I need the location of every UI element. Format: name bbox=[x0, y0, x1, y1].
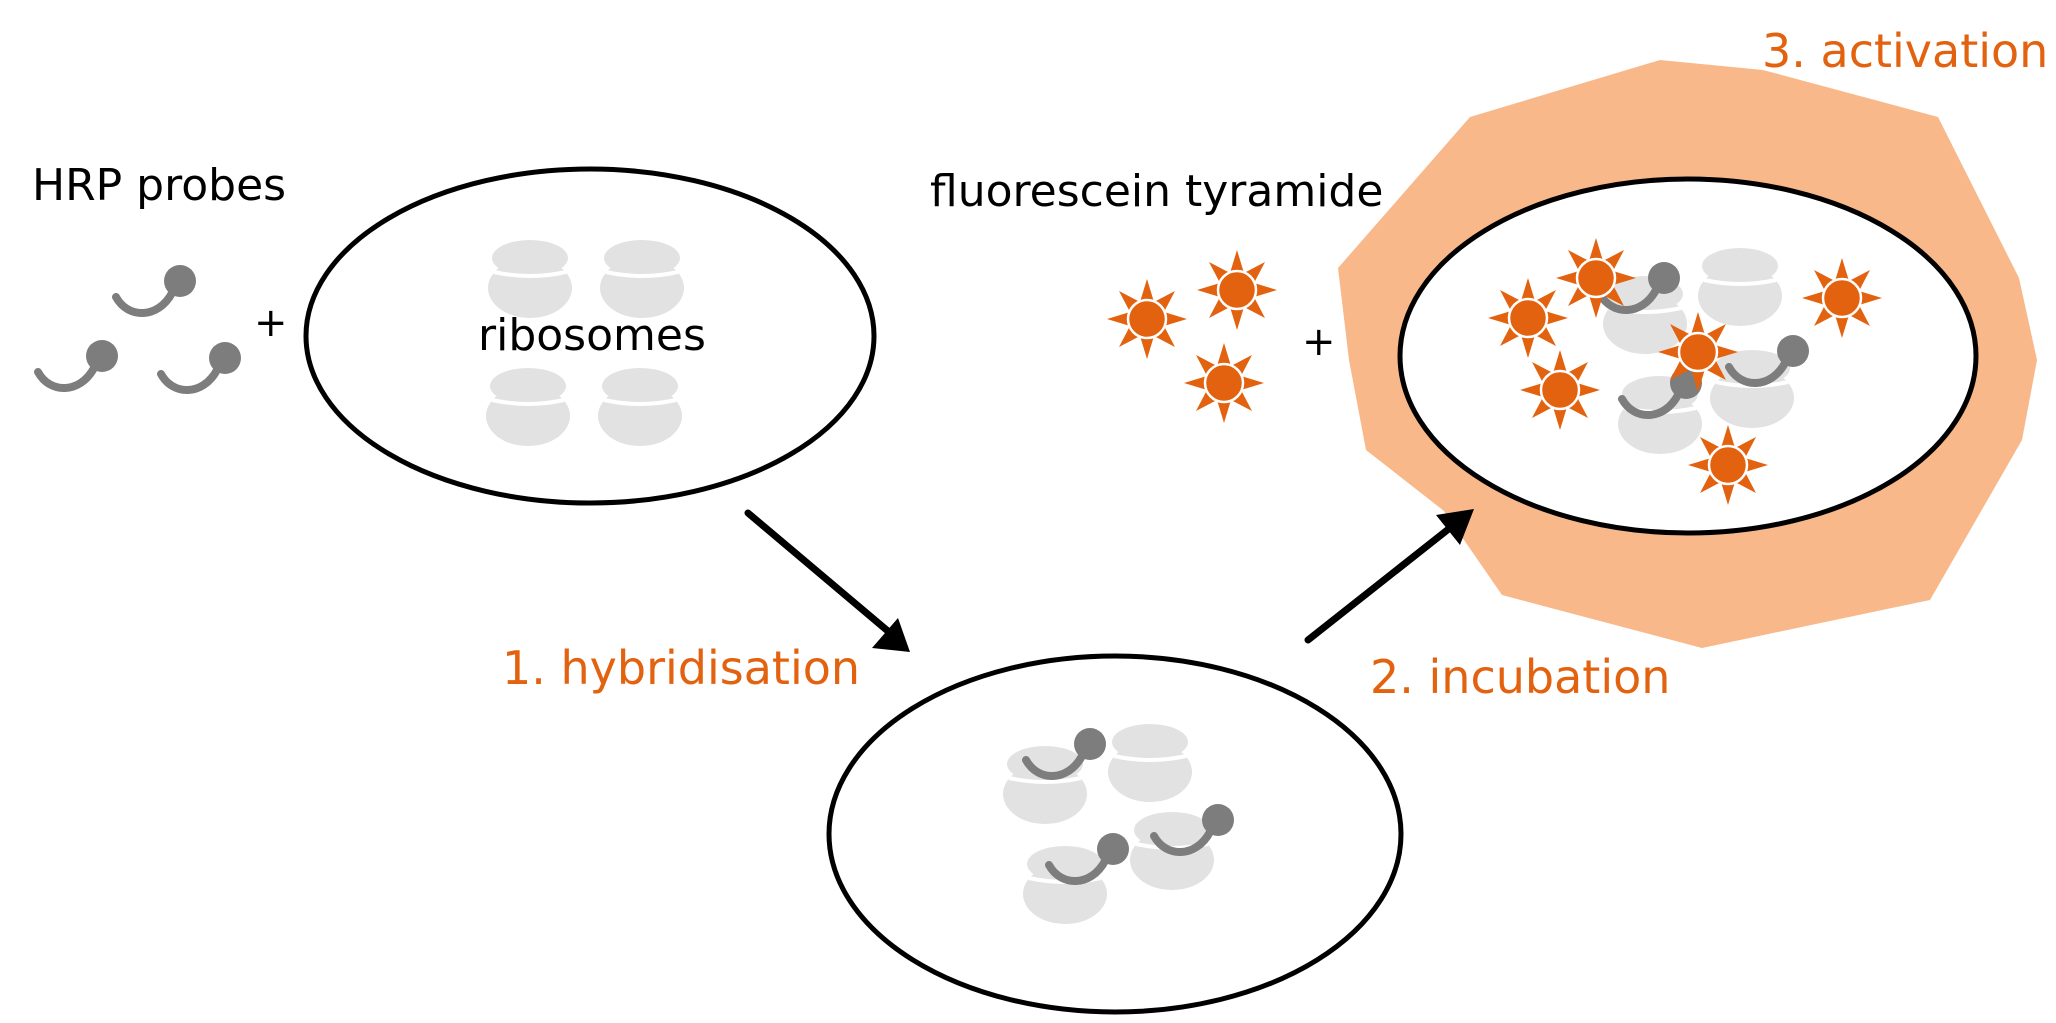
ribosome-icon bbox=[596, 366, 684, 448]
tyramide-sun-icon bbox=[1105, 277, 1189, 361]
hrp-probes-label: HRP probes bbox=[32, 160, 287, 211]
plus-sign: + bbox=[1302, 319, 1336, 365]
tyramide-sun-icon bbox=[1656, 310, 1740, 394]
tyramide-sun-icon bbox=[1554, 236, 1638, 320]
arrow-icon bbox=[744, 509, 906, 647]
ribosome-icon bbox=[1021, 844, 1109, 926]
ribosome-icon bbox=[1001, 744, 1089, 826]
ribosomes-label: ribosomes bbox=[478, 310, 706, 361]
arrow-icon bbox=[1304, 516, 1464, 644]
hrp-probe-icon bbox=[116, 265, 196, 313]
step-2-label: 2. incubation bbox=[1370, 650, 1671, 704]
tyramide-sun-icon bbox=[1195, 248, 1279, 332]
tyramide-sun-icon bbox=[1800, 256, 1884, 340]
hrp-probe-icon bbox=[161, 342, 241, 390]
tyramide-sun-icon bbox=[1518, 348, 1602, 432]
step-3-label: 3. activation bbox=[1762, 24, 2049, 78]
ribosome-icon bbox=[1106, 722, 1194, 804]
tyramide-sun-icon bbox=[1182, 341, 1266, 425]
ribosome-icon bbox=[486, 238, 574, 320]
ribosomes-cell-outline bbox=[303, 166, 877, 506]
arrow-head-icon bbox=[1436, 509, 1474, 545]
hrp-probe-icon bbox=[38, 340, 118, 388]
fluorescein-tyramide-label: fluorescein tyramide bbox=[930, 166, 1384, 217]
ribosome-icon bbox=[484, 366, 572, 448]
ribosome-icon bbox=[1696, 246, 1784, 328]
ribosome-icon bbox=[598, 238, 686, 320]
plus-sign: + bbox=[254, 300, 288, 346]
arrow-head-icon bbox=[872, 618, 910, 652]
tyramide-sun-icon bbox=[1686, 423, 1770, 507]
tyramide-sun-icon bbox=[1486, 276, 1570, 360]
step-1-label: 1. hybridisation bbox=[502, 641, 861, 695]
